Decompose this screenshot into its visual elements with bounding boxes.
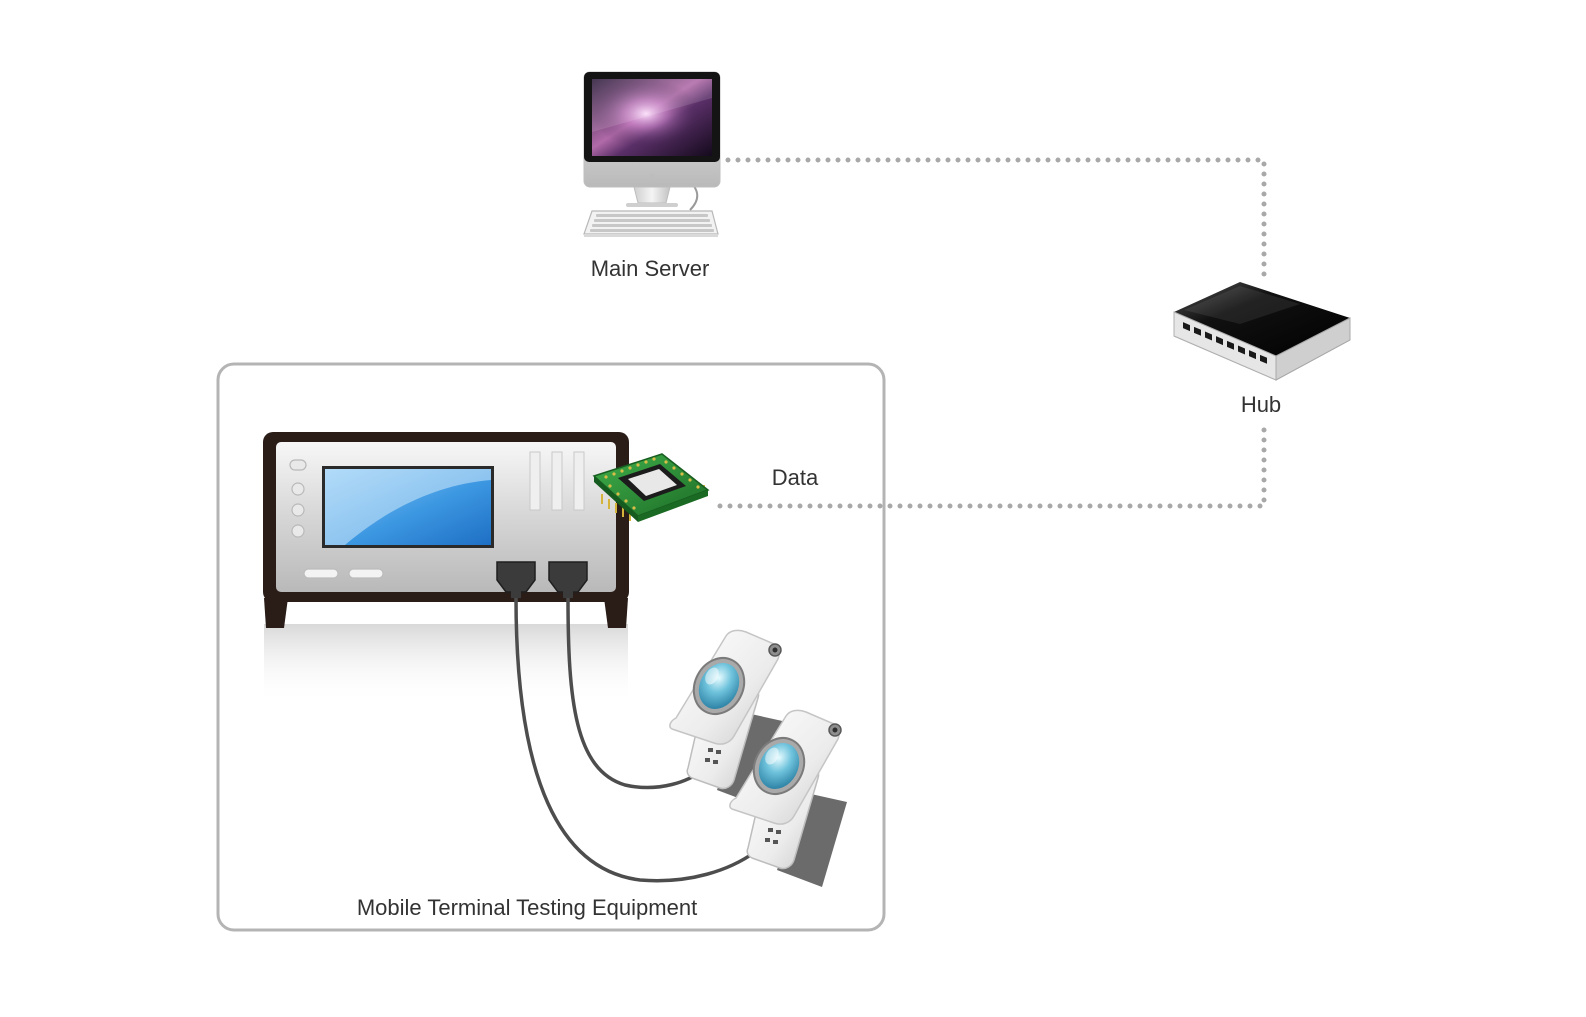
testing-equipment-label: Mobile Terminal Testing Equipment <box>357 895 697 920</box>
main-server-label: Main Server <box>591 256 710 281</box>
circuit-chip-icon <box>592 453 710 522</box>
desktop-computer-icon <box>583 71 721 237</box>
testing-equipment-group-border <box>216 362 886 932</box>
dotted-link-server-hub <box>725 157 1267 278</box>
testing-equipment-icon <box>263 432 629 628</box>
hub-label: Hub <box>1241 392 1281 417</box>
cable-to-phone-2 <box>514 597 757 883</box>
network-hub-icon <box>1173 282 1351 381</box>
data-label: Data <box>772 465 819 490</box>
cable-to-phone-1 <box>566 597 702 790</box>
